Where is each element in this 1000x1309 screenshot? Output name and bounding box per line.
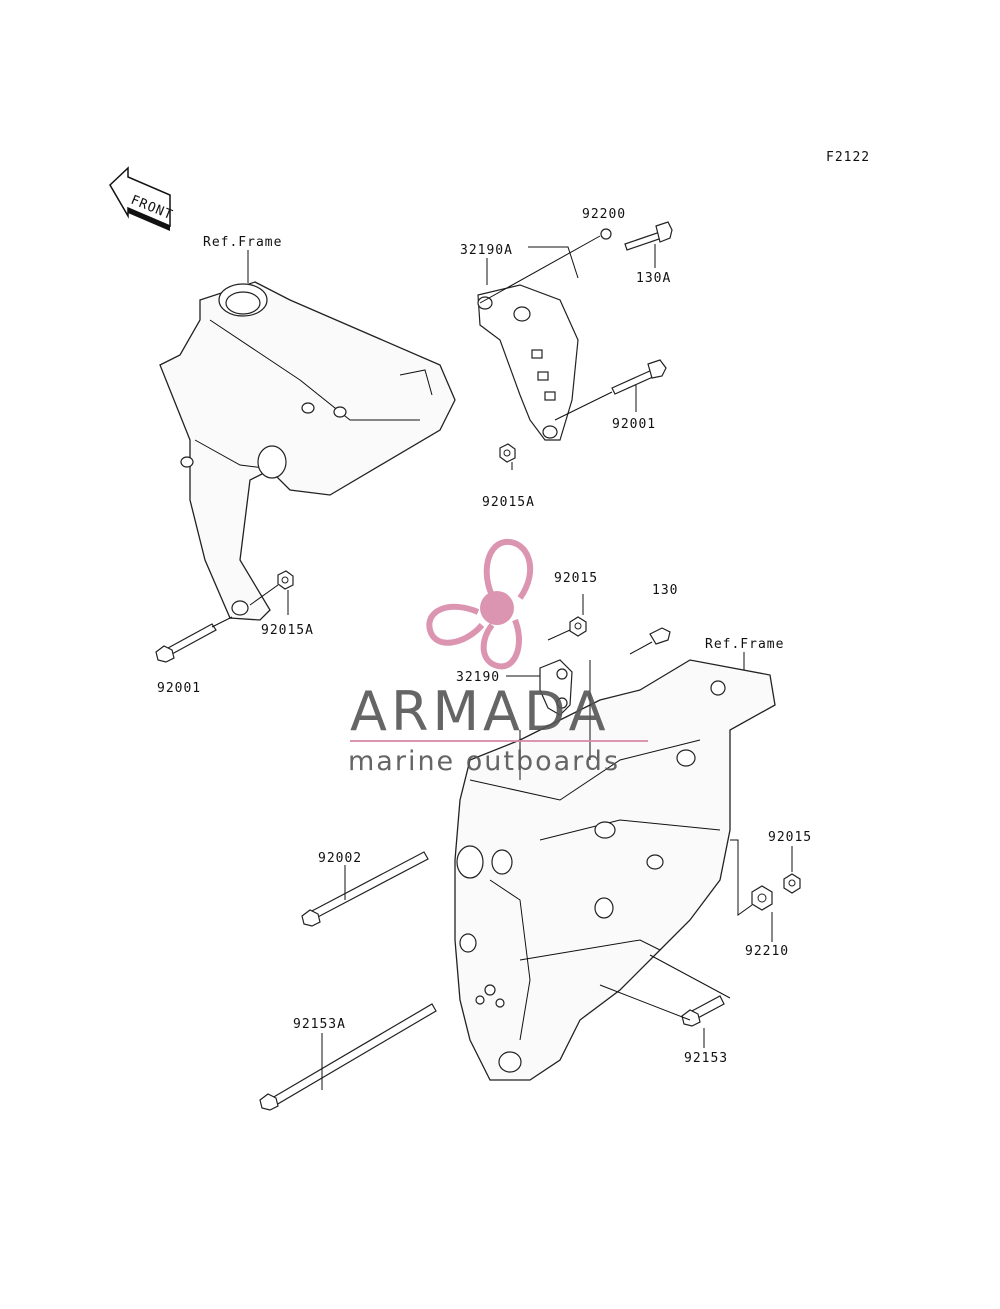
callout-92153: 92153: [684, 1051, 728, 1066]
callout-92002: 92002: [318, 851, 362, 866]
bolt-92001-left: [155, 623, 217, 663]
axis-line-92015-center: [547, 629, 571, 641]
callout-92153A: 92153A: [293, 1017, 346, 1032]
washer-92210: [751, 885, 773, 911]
watermark-title: ARMADA: [350, 680, 610, 743]
callout-92001-left: 92001: [157, 681, 201, 696]
bolt-130: [649, 627, 671, 645]
washer-92200: [600, 228, 612, 240]
callout-130: 130: [652, 583, 678, 598]
callout-92015-center: 92015: [554, 571, 598, 586]
nut-92015A-left: [277, 570, 294, 590]
callout-92210: 92210: [745, 944, 789, 959]
axis-line-130: [629, 641, 653, 655]
figure-code: F2122: [826, 150, 870, 165]
callout-92001-top: 92001: [612, 417, 656, 432]
bracket-32190A: [477, 284, 579, 441]
bracket-32190: [539, 659, 573, 716]
propeller-icon: [426, 538, 533, 670]
armada-logo: ARMADA marine outboards: [348, 538, 648, 777]
axis-line-92210: [730, 839, 753, 916]
nut-92015-right: [783, 873, 801, 894]
leader-32190A-box: [528, 246, 579, 279]
nut-92015-center: [569, 616, 587, 637]
axis-line-92153-b: [649, 954, 731, 999]
bolt-92153: [681, 995, 725, 1027]
callout-32190: 32190: [456, 670, 500, 685]
axis-line-92001-top: [554, 391, 613, 421]
callout-32190A: 32190A: [460, 243, 513, 258]
callout-130A: 130A: [636, 271, 671, 286]
ref-frame-label-right: Ref.Frame: [705, 637, 784, 652]
callout-92015-right: 92015: [768, 830, 812, 845]
bolt-130A: [624, 221, 673, 251]
callout-92200: 92200: [582, 207, 626, 222]
bolt-92001-top: [611, 359, 667, 395]
nut-92015A-top: [499, 443, 516, 463]
callout-92015A-left: 92015A: [261, 623, 314, 638]
callout-92015A-top: 92015A: [482, 495, 535, 510]
axis-line-92015A-left: [249, 584, 279, 606]
bolt-92153A: [259, 1003, 437, 1111]
axis-line-92001-left: [211, 616, 233, 628]
lower-frame: [454, 659, 776, 1081]
front-arrow-icon: FRONT: [109, 166, 175, 231]
ref-frame-label-top: Ref.Frame: [203, 235, 282, 250]
upper-frame: [159, 281, 456, 621]
axis-line-32190A: [479, 235, 601, 304]
watermark-subtitle: marine outboards: [348, 746, 620, 777]
bolt-92002: [301, 851, 429, 927]
axis-line-92153-a: [599, 984, 691, 1021]
propeller-hub-icon: [480, 591, 514, 625]
